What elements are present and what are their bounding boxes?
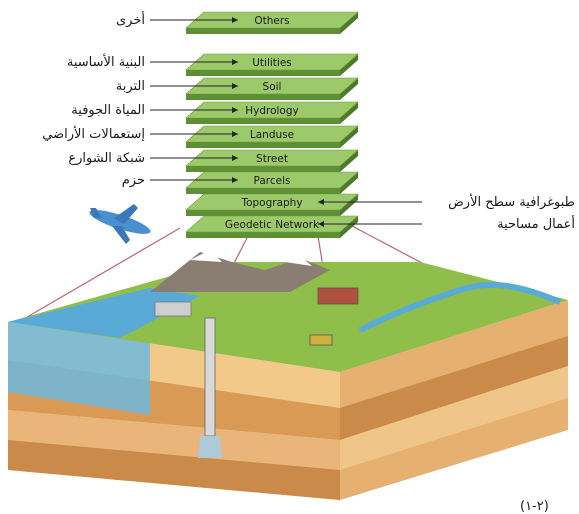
layer-side-right [340, 126, 358, 148]
layer-side [186, 70, 340, 76]
arrowhead-icon [232, 131, 238, 137]
layer-labels: أخرى البنية الأساسية التربة المياة الجوفية إ… [42, 11, 575, 232]
layer-label: Utilities [252, 57, 292, 69]
layer-top [185, 53, 359, 71]
layer-side [186, 232, 340, 238]
layer-top [185, 171, 359, 189]
layer-label: Landuse [250, 129, 294, 141]
layer-top [185, 125, 359, 143]
layer-side [186, 28, 340, 34]
layer-side [186, 142, 340, 148]
arabic-label: البنية الأساسية [67, 53, 145, 70]
layer-others: Others [185, 11, 359, 34]
layer-side [186, 188, 340, 194]
layer-side-right [340, 172, 358, 194]
arrowhead-icon [232, 59, 238, 65]
layer-label: Parcels [253, 175, 290, 187]
layer-side [186, 118, 340, 124]
arrowhead-icon [232, 17, 238, 23]
arrowhead-icon [232, 155, 238, 161]
layer-side-right [340, 78, 358, 100]
layer-top [185, 101, 359, 119]
layer-label: Street [256, 153, 288, 165]
layer-top [185, 11, 359, 29]
layer-side-right [340, 216, 358, 238]
layer-label: Topography [240, 197, 302, 209]
layer-label: Soil [263, 81, 282, 93]
arabic-label: طبوغرافية سطح الأرض [448, 193, 575, 210]
layer-label: Others [254, 15, 289, 27]
arrowhead-icon [318, 221, 324, 227]
layer-top [185, 193, 359, 211]
layer-geodetic-network: Geodetic Network [185, 215, 359, 238]
layer-side-right [340, 102, 358, 124]
layer-label: Geodetic Network [225, 219, 320, 231]
arabic-label: شبكة الشوارع [68, 151, 145, 166]
airplane-icon [89, 204, 151, 244]
arabic-label: التربة [116, 79, 145, 94]
layer-utilities: Utilities [185, 53, 359, 76]
figure-number: (٢-١) [520, 499, 549, 514]
layer-landuse: Landuse [185, 125, 359, 148]
arabic-label: أعمال مساحية [497, 215, 575, 232]
arrowhead-icon [232, 107, 238, 113]
arabic-label: إستعمالات الأراضي [42, 125, 145, 142]
layer-side-right [340, 12, 358, 34]
layer-street: Street [185, 149, 359, 172]
layer-side-right [340, 194, 358, 216]
arabic-label: المياة الجوفية [71, 103, 145, 118]
terrain-block [8, 250, 568, 500]
arrowhead-icon [232, 177, 238, 183]
layer-top [185, 77, 359, 95]
arrowhead-icon [318, 199, 324, 205]
layer-side-right [340, 150, 358, 172]
layer-parcels: Parcels [185, 171, 359, 194]
arrowhead-icon [232, 83, 238, 89]
layer-side [186, 210, 340, 216]
layer-stack: OthersUtilitiesSoilHydrologyLanduseStree… [185, 11, 359, 238]
layer-top [185, 215, 359, 233]
layer-side [186, 94, 340, 100]
layer-hydrology: Hydrology [185, 101, 359, 124]
layer-soil: Soil [185, 77, 359, 100]
arabic-label: أخرى [116, 11, 145, 28]
arabic-label: حزم [122, 173, 145, 188]
layer-side [186, 166, 340, 172]
layer-label: Hydrology [245, 105, 299, 117]
layer-top [185, 149, 359, 167]
layer-topography: Topography [185, 193, 359, 216]
layer-side-right [340, 54, 358, 76]
